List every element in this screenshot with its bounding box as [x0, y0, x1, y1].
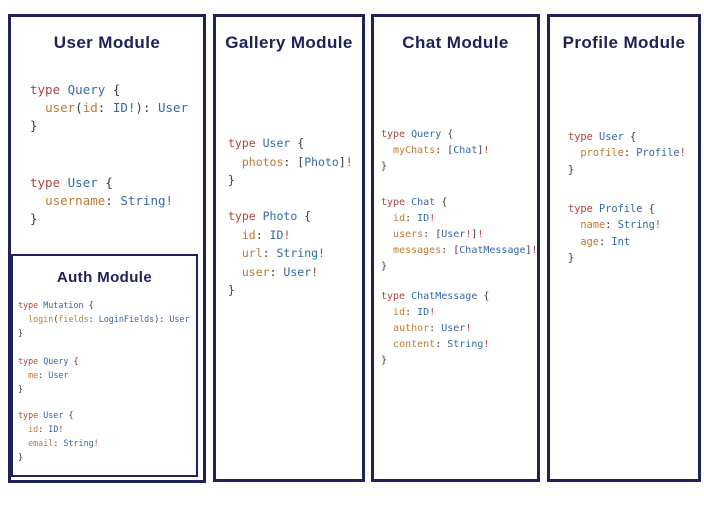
code-block-profile-type: type Profile { name: String! age: Int}	[568, 203, 662, 264]
panel-title-auth-module: Auth Module	[56, 269, 153, 286]
code-block-auth-mutation: type Mutation { login(fields: LoginField…	[18, 300, 190, 338]
code-block-chatmessage-type: type ChatMessage { id: ID! author: User!…	[381, 291, 490, 366]
code-block-auth-user-type: type User { id: ID! email: String!}	[18, 410, 99, 462]
code-block-chat-type: type Chat { id: ID! users: [User!]! mess…	[381, 197, 538, 272]
panel-chat-module: Chat Module type Query { myChats: [Chat]…	[371, 14, 540, 482]
code-block-profile-user-type: type User { profile: Profile!}	[568, 131, 686, 176]
panel-title-profile-module: Profile Module	[562, 33, 686, 52]
panel-profile-module: Profile Module type User { profile: Prof…	[547, 14, 701, 482]
code-block-chat-query: type Query { myChats: [Chat]!}	[381, 129, 490, 172]
code-block-gallery-photo-type: type Photo { id: ID! url: String! user: …	[228, 209, 325, 298]
code-block-gallery-user-type: type User { photos: [Photo]!}	[228, 136, 353, 188]
code-block-user-type: type User { username: String!}	[30, 175, 174, 226]
panel-title-user-module: User Module	[53, 33, 161, 52]
panel-auth-module: Auth Module type Mutation { login(fields…	[11, 254, 198, 477]
code-block-auth-query: type Query { me: User}	[18, 356, 79, 394]
code-block-user-query: type Query { user(id: ID!): User}	[30, 82, 189, 133]
panel-title-gallery-module: Gallery Module	[225, 33, 353, 52]
panel-user-module: User Module type Query { user(id: ID!): …	[8, 14, 206, 483]
panel-gallery-module: Gallery Module type User { photos: [Phot…	[213, 14, 365, 482]
panel-title-chat-module: Chat Module	[402, 33, 509, 52]
